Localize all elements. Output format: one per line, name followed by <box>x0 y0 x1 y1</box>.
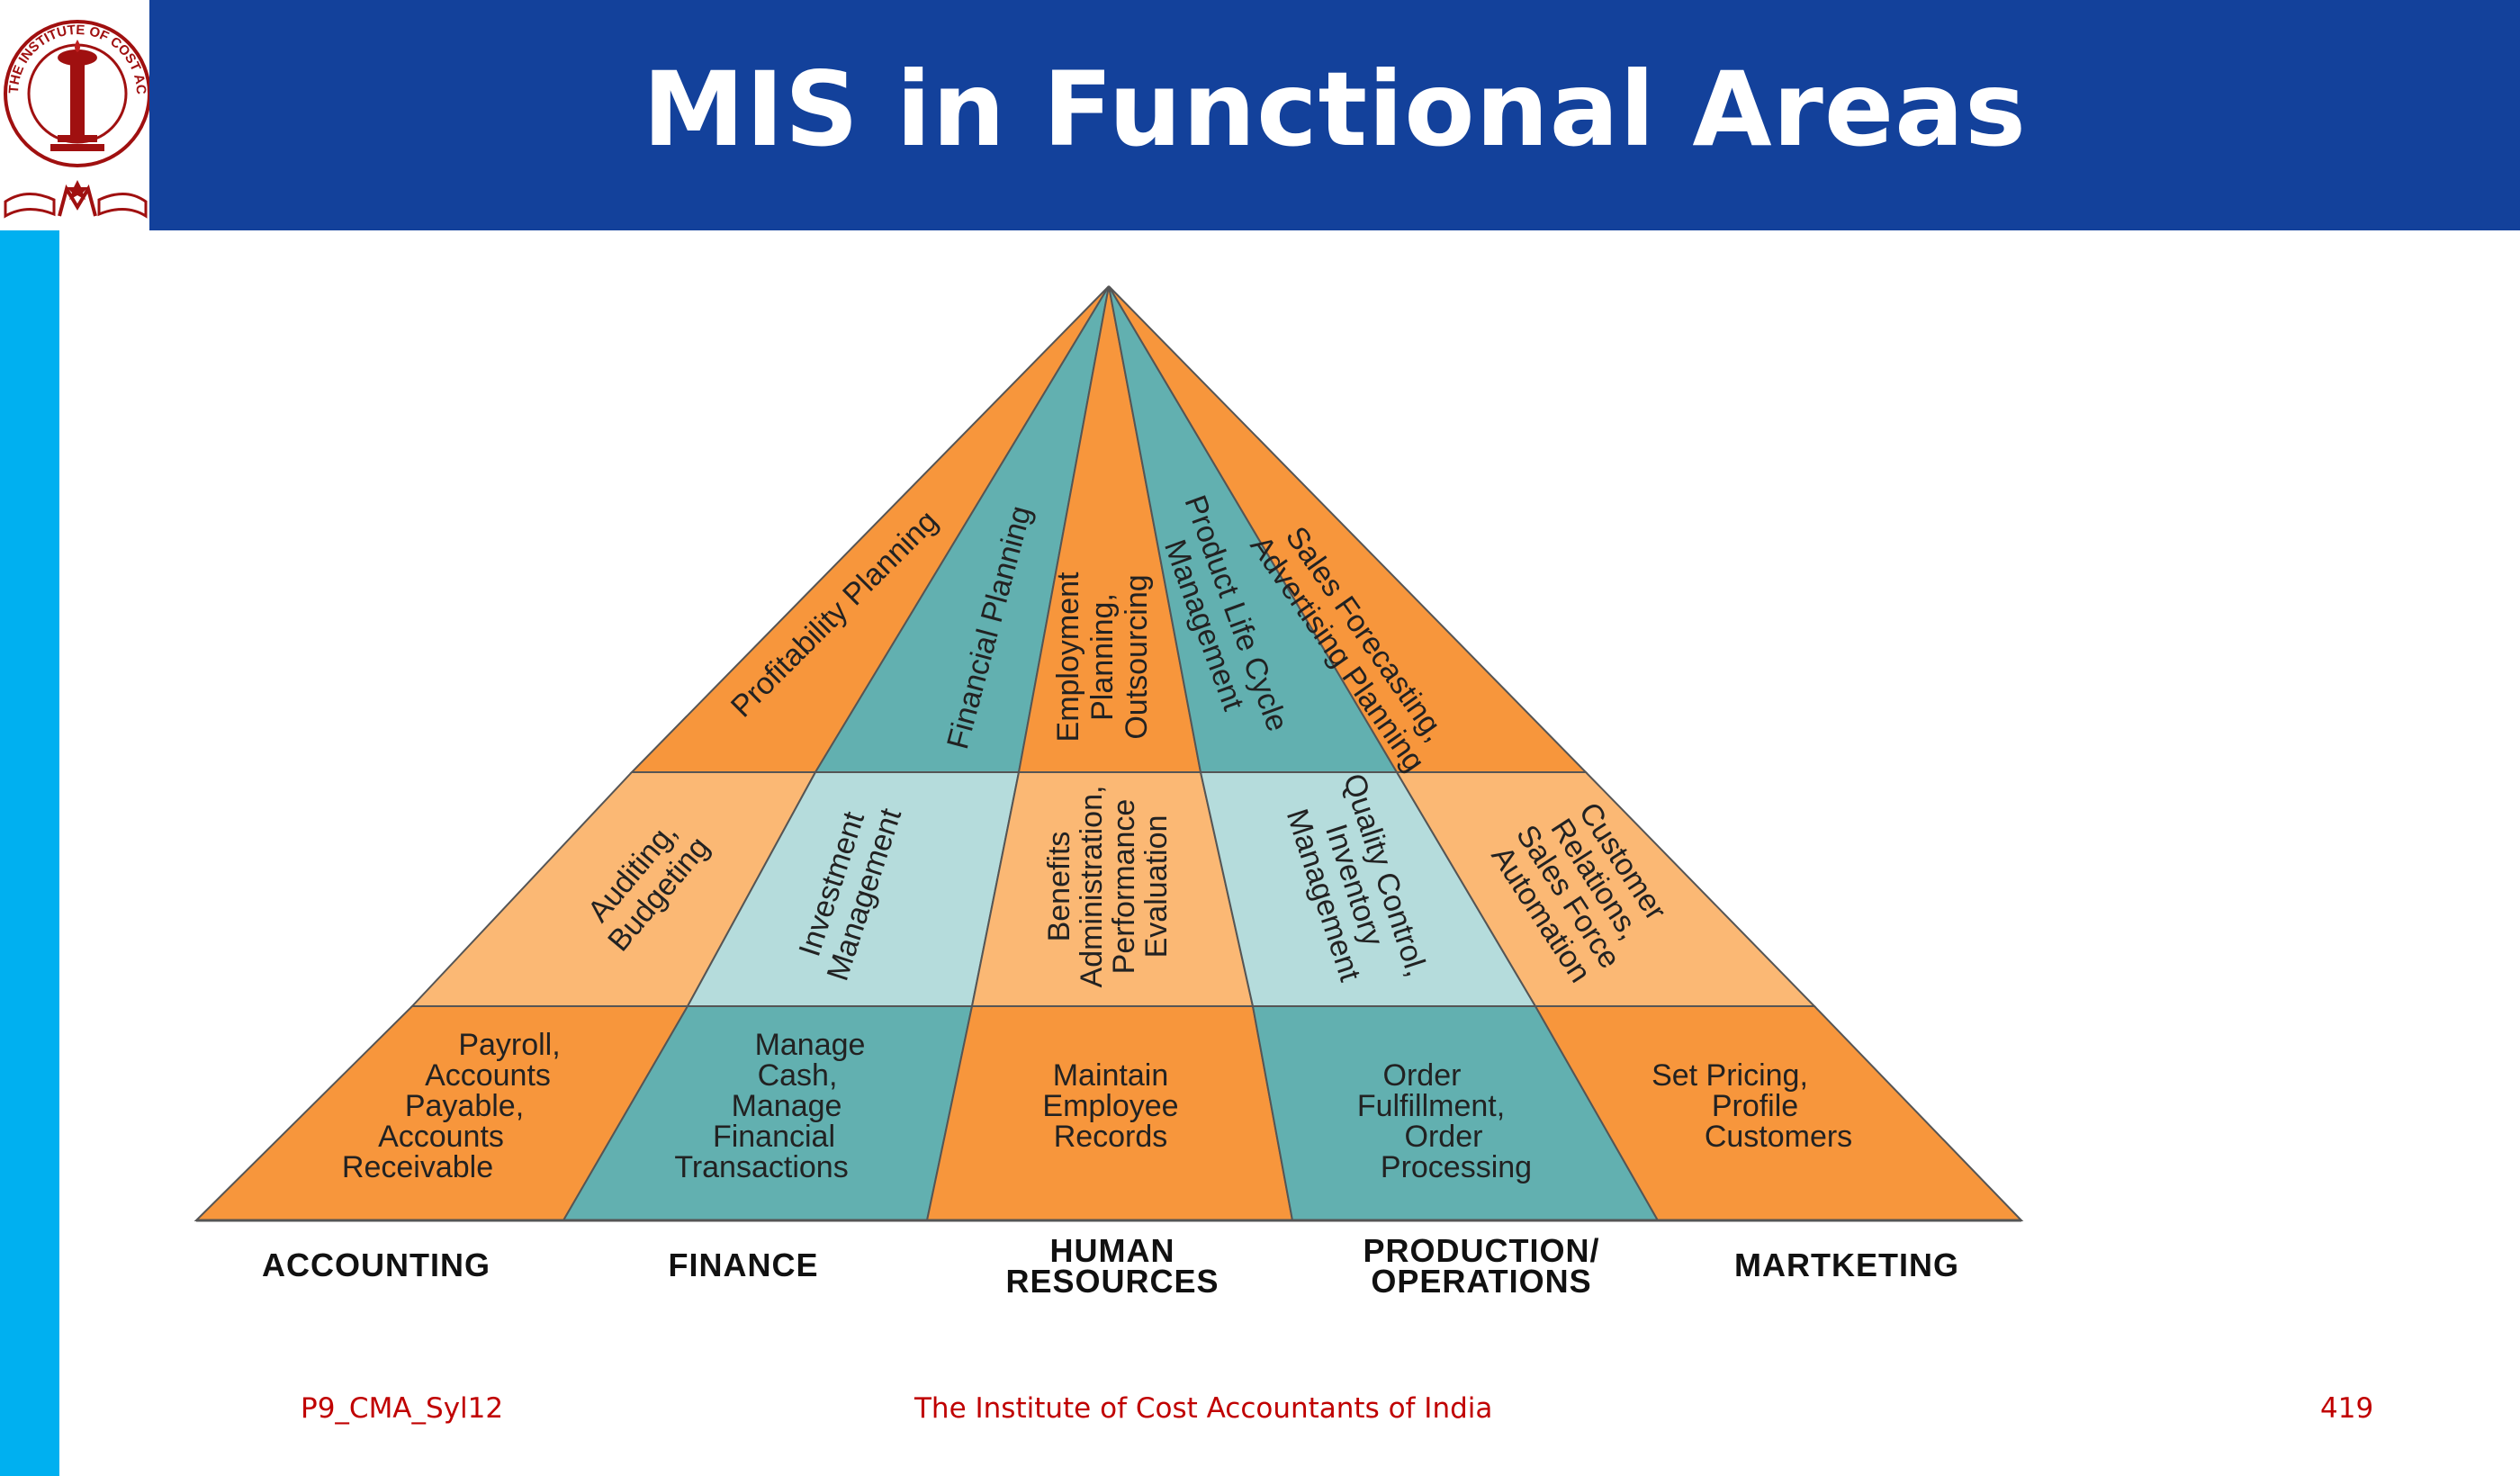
footer-page-number: 419 <box>2320 1392 2374 1425</box>
svg-text:Benefits: Benefits <box>1042 832 1076 942</box>
svg-text:Accounts: Accounts <box>425 1058 551 1093</box>
svg-text:Financial: Financial <box>713 1120 835 1154</box>
footer-paper-code: P9_CMA_Syl12 <box>301 1392 504 1425</box>
svg-text:Set Pricing,: Set Pricing, <box>1652 1058 1808 1093</box>
svg-text:Order: Order <box>1405 1120 1483 1154</box>
footer-organization: The Institute of Cost Accountants of Ind… <box>914 1392 1493 1425</box>
svg-text:HUMAN: HUMAN <box>1050 1232 1175 1269</box>
svg-text:Maintain: Maintain <box>1053 1058 1169 1093</box>
svg-text:Manage: Manage <box>732 1089 842 1123</box>
bottom-label-set-pricing: Set Pricing, Profile Customers <box>1652 1058 1852 1154</box>
bottom-label-order-fulfillment: Order Fulfillment, Order Processing <box>1357 1058 1532 1184</box>
svg-text:Manage: Manage <box>755 1028 866 1062</box>
slide-title: MIS in Functional Areas <box>643 50 2027 169</box>
svg-text:Outsourcing: Outsourcing <box>1120 574 1154 739</box>
svg-text:Customers: Customers <box>1705 1120 1852 1154</box>
svg-text:Administration,: Administration, <box>1075 786 1109 988</box>
bottom-label-payroll: Payroll, Accounts Payable, Accounts Rece… <box>342 1028 561 1184</box>
svg-text:Profile: Profile <box>1712 1089 1798 1123</box>
svg-text:Cash,: Cash, <box>758 1058 838 1093</box>
svg-text:Fulfillment,: Fulfillment, <box>1357 1089 1505 1123</box>
top-label-employment-planning: Employment Planning, Outsourcing <box>1051 572 1154 742</box>
base-label-accounting: ACCOUNTING <box>262 1246 490 1283</box>
base-label-human-resources: HUMAN RESOURCES <box>1005 1232 1219 1300</box>
svg-text:Transactions: Transactions <box>674 1150 848 1184</box>
svg-text:OPERATIONS: OPERATIONS <box>1371 1263 1591 1300</box>
svg-text:Records: Records <box>1054 1120 1168 1154</box>
svg-text:Order: Order <box>1383 1058 1462 1093</box>
base-label-marketing: MARTKETING <box>1734 1246 1959 1283</box>
svg-text:Receivable: Receivable <box>342 1150 493 1184</box>
base-label-finance: FINANCE <box>669 1246 819 1283</box>
svg-text:Processing: Processing <box>1381 1150 1532 1184</box>
svg-text:Employee: Employee <box>1042 1089 1178 1123</box>
svg-text:RESOURCES: RESOURCES <box>1005 1263 1219 1300</box>
side-accent-bar <box>0 230 59 1476</box>
svg-text:Evaluation: Evaluation <box>1139 815 1174 958</box>
svg-text:Employment: Employment <box>1051 572 1085 742</box>
middle-label-benefits-administration: Benefits Administration, Performance Eva… <box>1042 786 1174 988</box>
svg-text:Payable,: Payable, <box>405 1089 524 1123</box>
base-label-production-operations: PRODUCTION/ OPERATIONS <box>1364 1232 1600 1300</box>
slide-header: THE INSTITUTE OF COST ACCOUNTANTS OF IND… <box>0 0 2520 230</box>
bottom-label-maintain-records: Maintain Employee Records <box>1042 1058 1178 1154</box>
svg-text:Planning,: Planning, <box>1085 593 1120 721</box>
svg-text:Payroll,: Payroll, <box>458 1028 560 1062</box>
bottom-label-manage-cash: Manage Cash, Manage Financial Transactio… <box>674 1028 865 1184</box>
institute-logo: THE INSTITUTE OF COST ACCOUNTANTS OF IND… <box>0 0 149 230</box>
svg-text:Accounts: Accounts <box>378 1120 504 1154</box>
svg-text:Performance: Performance <box>1107 799 1141 975</box>
svg-text:PRODUCTION/: PRODUCTION/ <box>1364 1232 1600 1269</box>
